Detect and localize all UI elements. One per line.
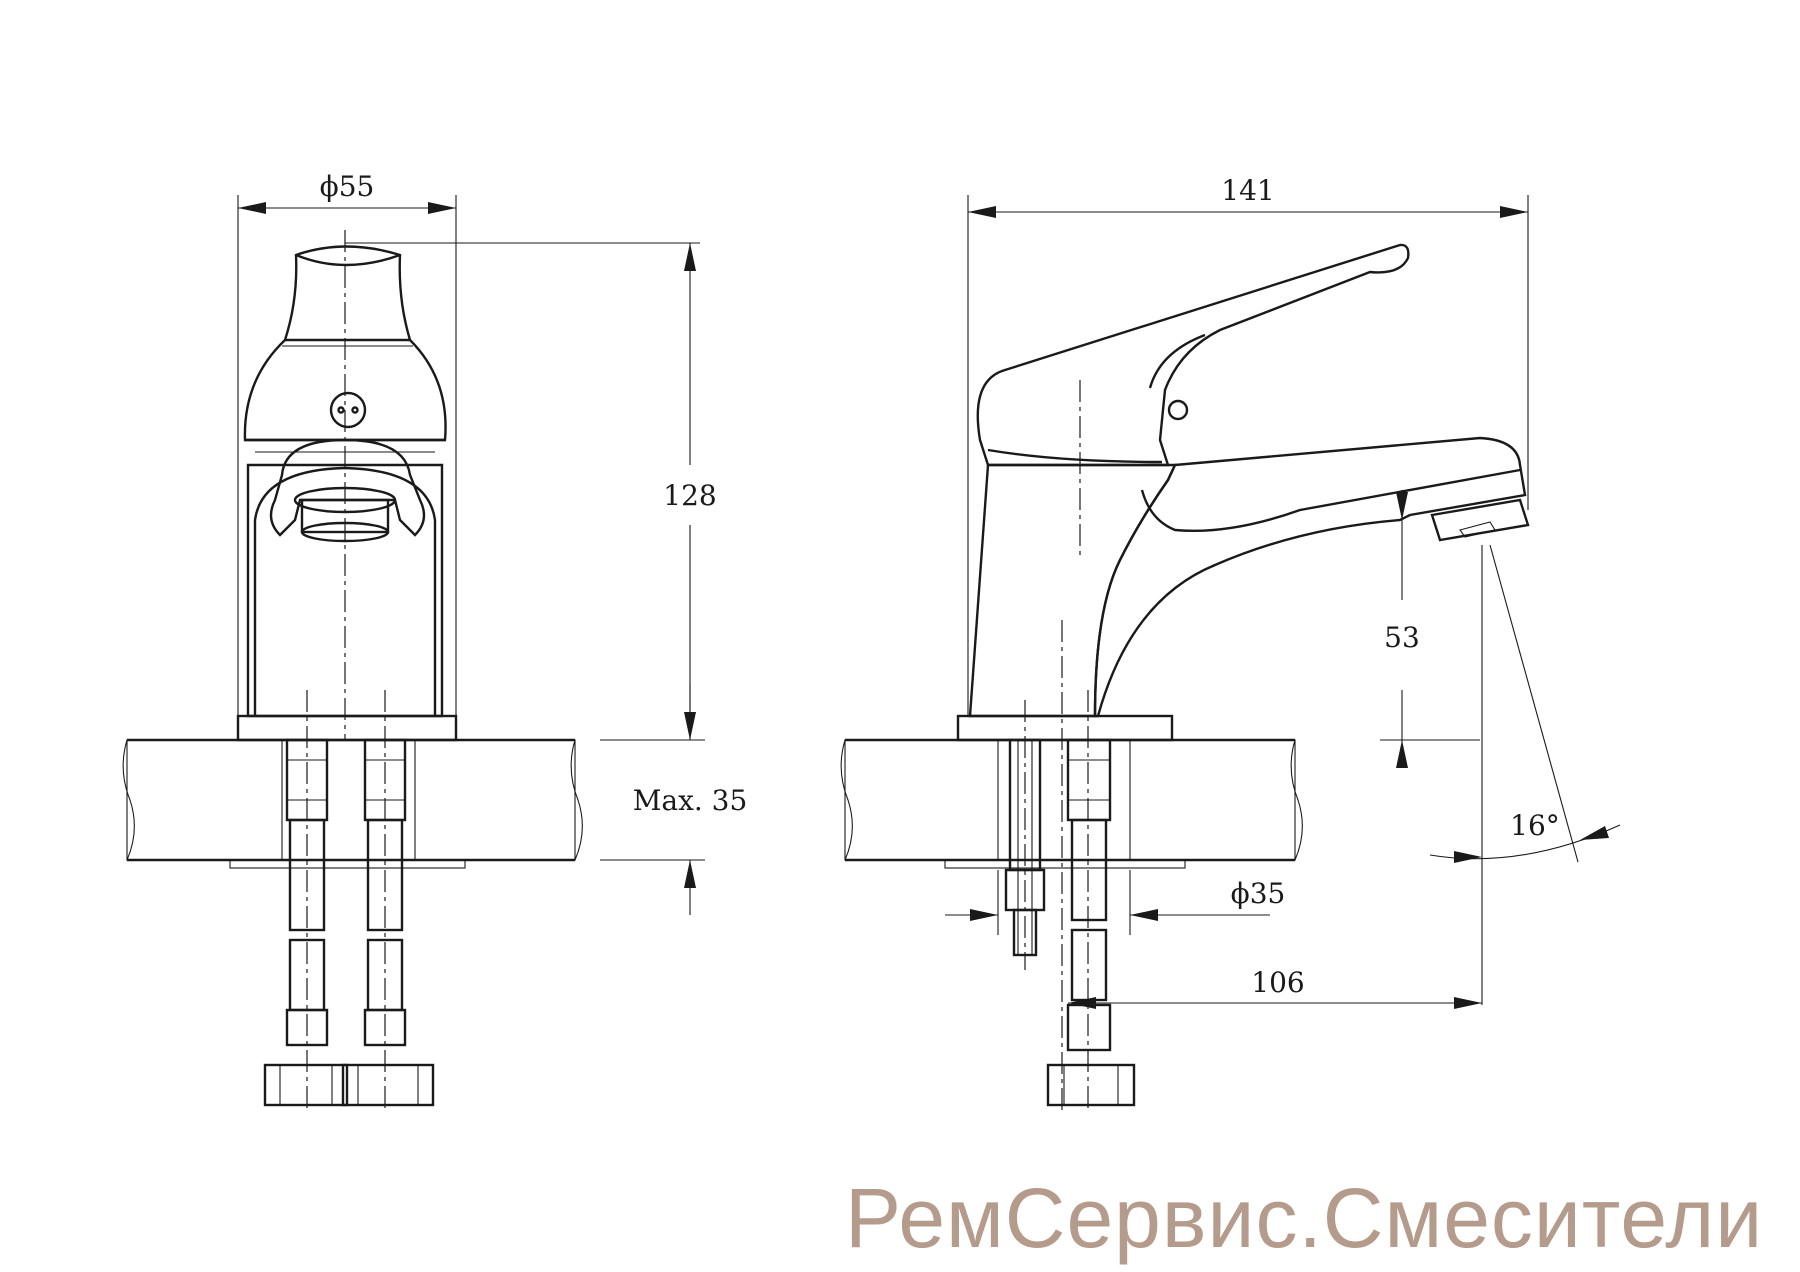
dim-side-length: 141 [1221, 174, 1274, 207]
front-indicator-screw [329, 391, 367, 429]
dim-spout-angle: 16° [1510, 809, 1560, 842]
front-view: ϕ55 128 Max. 35 [122, 170, 748, 1110]
front-spout [269, 438, 426, 537]
dim-front-diameter: ϕ55 [320, 170, 375, 203]
side-view: 141 53 16° ϕ35 106 [840, 174, 1621, 1110]
dim-front-height: 128 [663, 479, 716, 512]
side-countertop-left [844, 739, 999, 861]
dim-hole-diameter: ϕ35 [1231, 877, 1286, 910]
side-hose [1046, 738, 1136, 1107]
front-base-plate [236, 714, 458, 742]
dim-max-thickness: Max. 35 [633, 784, 748, 817]
side-lever-pivot [1167, 399, 1189, 421]
side-spout [1093, 436, 1527, 718]
front-countertop-left [126, 739, 283, 861]
side-countertop-right [1129, 739, 1296, 861]
front-lever-cap [243, 245, 447, 442]
dim-spout-height: 53 [1384, 621, 1420, 654]
front-countertop-right [414, 739, 576, 861]
side-aerator [1430, 498, 1530, 542]
side-lever [976, 243, 1410, 467]
dim-spout-reach: 106 [1251, 966, 1304, 999]
side-body [968, 463, 1177, 718]
side-base-plate [956, 714, 1174, 742]
front-body [246, 463, 444, 718]
front-hose-left [263, 738, 349, 1107]
watermark-text: РемСервис.Смесители [845, 1171, 1764, 1265]
front-hose-right [341, 738, 435, 1107]
